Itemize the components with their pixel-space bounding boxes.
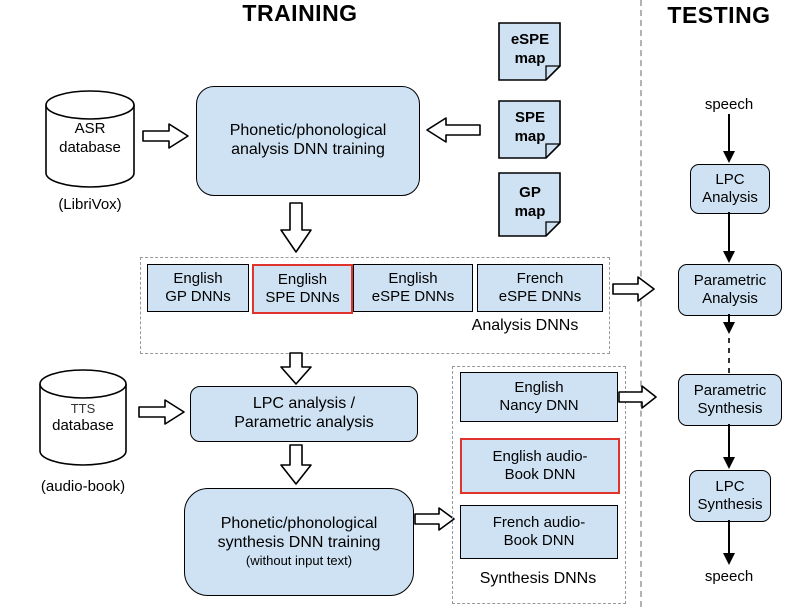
text-line: ASR [74, 120, 106, 138]
text-line: SPE [514, 109, 545, 127]
synthesis-dnn-box-english-audiobook-highlighted: English audio- Book DNN [460, 438, 620, 494]
asr-database-caption: (LibriVox) [58, 196, 122, 213]
text-line: Parametric [693, 272, 767, 290]
text-line: eSPE [510, 31, 550, 49]
text-line: TTS [70, 400, 96, 416]
synthesis-dnn-training-box: Phonetic/phonological synthesis DNN trai… [184, 488, 414, 596]
text-line: Synthesis [697, 400, 763, 417]
text-line: GP [519, 184, 541, 202]
analysis-dnn-box-french-espe: French eSPE DNNs [477, 264, 603, 312]
text-line: database [52, 416, 114, 434]
text-line: GP DNNs [165, 288, 231, 305]
text-line: Analysis [702, 290, 758, 307]
arrow-synthesis-dnns-to-testing [618, 385, 657, 409]
arrow-lpc-to-parametric-analysis [723, 212, 735, 263]
training-title: TRAINING [242, 0, 358, 26]
tts-database-label: TTS database [38, 376, 128, 460]
testing-parametric-analysis-box: Parametric Analysis [678, 264, 782, 316]
analysis-dnns-label: Analysis DNNs [471, 317, 579, 334]
tts-database-caption: (audio-book) [40, 478, 126, 495]
arrow-parametric-synthesis-to-lpc [723, 424, 735, 469]
text-line: English [388, 270, 438, 288]
espe-map-note [498, 22, 561, 81]
arrow-tts-to-parametric [138, 399, 185, 425]
text-line: Phonetic/phonological [229, 122, 387, 140]
text-line: eSPE DNNs [371, 288, 455, 305]
text-line: Analysis [702, 189, 758, 206]
arrow-lpc-synthesis-to-speech [723, 520, 735, 565]
synthesis-dnns-label: Synthesis DNNs [479, 570, 597, 587]
testing-speech-output-label: speech [704, 568, 754, 585]
testing-title: TESTING [667, 2, 771, 28]
text-line: Book DNN [503, 532, 575, 549]
spe-map-note [498, 100, 561, 159]
text-line: eSPE DNNs [498, 288, 582, 305]
text-line: English [173, 270, 223, 288]
text-line: LPC analysis / [252, 395, 356, 413]
text-line: SPE DNNs [265, 289, 340, 306]
text-line: map [514, 203, 546, 220]
text-line: database [59, 139, 121, 156]
arrow-dnns-to-parametric [280, 352, 312, 385]
text-line: Synthesis [697, 496, 763, 513]
gp-map-note [498, 172, 561, 237]
analysis-dnn-box-english-gp: English GP DNNs [147, 264, 249, 312]
arrow-synthesis-training-to-dnns [414, 507, 455, 531]
arrow-asr-to-analysis [142, 123, 189, 149]
arrow-speech-to-lpc-analysis [723, 114, 735, 163]
analysis-dnn-box-english-spe-highlighted: English SPE DNNs [252, 264, 353, 314]
text-line: map [514, 128, 546, 145]
text-line: Phonetic/phonological [220, 515, 378, 533]
text-line: (without input text) [245, 553, 353, 569]
tts-database-cylinder [39, 369, 127, 466]
lpc-parametric-analysis-box: LPC analysis / Parametric analysis [190, 386, 418, 442]
asr-database-cylinder [45, 90, 135, 188]
arrow-analysis-to-dnns [280, 202, 312, 253]
synthesis-dnn-box-english-nancy: English Nancy DNN [460, 372, 618, 422]
arrow-analysis-dnns-to-testing [612, 276, 655, 302]
text-line: English [277, 271, 328, 289]
text-line: analysis DNN training [231, 141, 385, 158]
espe-map-label: eSPE map [498, 22, 562, 78]
text-line: map [514, 50, 546, 67]
text-line: French audio- [492, 514, 586, 532]
text-line: Parametric analysis [234, 414, 374, 431]
testing-lpc-analysis-box: LPC Analysis [690, 164, 770, 214]
text-line: Nancy DNN [499, 397, 579, 414]
text-line: English [514, 379, 564, 397]
text-line: Book DNN [504, 466, 576, 483]
text-line: English audio- [492, 448, 588, 466]
spe-map-label: SPE map [498, 100, 562, 156]
gp-map-label: GP map [498, 172, 562, 234]
synthesis-dnn-box-french-audiobook: French audio- Book DNN [460, 505, 618, 559]
text-line: Parametric [693, 382, 767, 400]
text-line: LPC [715, 171, 745, 189]
train-test-divider [640, 0, 642, 607]
arrow-parametric-to-synthesis-training [280, 444, 312, 485]
arrow-maps-to-analysis [426, 117, 481, 143]
synthesis-dnns-group [452, 366, 626, 604]
testing-parametric-synthesis-box: Parametric Synthesis [678, 374, 782, 426]
testing-lpc-synthesis-box: LPC Synthesis [689, 470, 771, 522]
analysis-dnn-training-box: Phonetic/phonological analysis DNN train… [196, 86, 420, 196]
analysis-dnn-box-english-espe: English eSPE DNNs [353, 264, 473, 312]
asr-database-label: ASR database [44, 96, 136, 182]
arrow-parametric-analysis-to-synthesis-dashed [723, 314, 735, 373]
text-line: LPC [715, 478, 745, 496]
text-line: synthesis DNN training [217, 534, 381, 552]
testing-speech-input-label: speech [704, 96, 754, 113]
analysis-dnns-group [140, 257, 610, 354]
text-line: French [516, 270, 564, 288]
